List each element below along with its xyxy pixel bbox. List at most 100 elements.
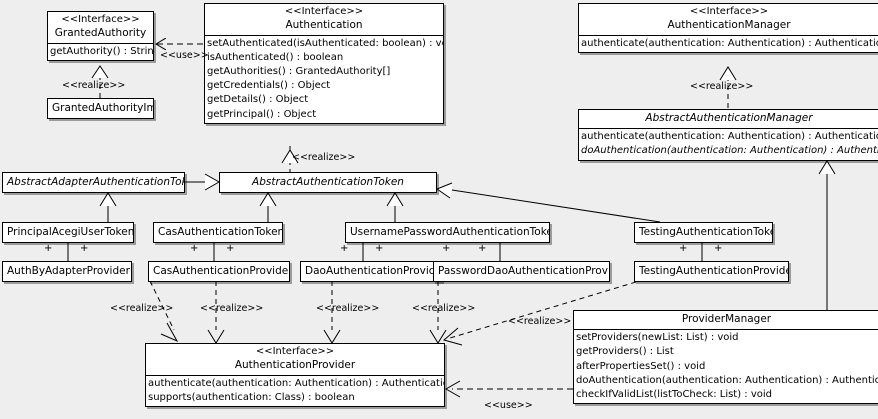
edge-label-realize-auth-by-adapter: <<realize>> [110, 303, 174, 314]
edge-generalize-username-token [386, 192, 404, 222]
class-header-principal-acegi-user-token: PrincipalAcegiUserToken [3, 223, 133, 242]
operation-supports: supports(authentication: Class) : boolea… [148, 391, 355, 403]
operation-is-authenticated: isAuthenticated() : boolean [207, 51, 344, 63]
mult-principal-left: + [44, 243, 53, 254]
class-box-authentication-manager[interactable]: <<Interface>> AuthenticationManager auth… [578, 3, 878, 53]
edge-generalize-testing-token [435, 182, 661, 223]
class-box-principal-acegi-user-token[interactable]: PrincipalAcegiUserToken [2, 222, 134, 244]
class-operations-authentication-provider: authenticate(authentication: Authenticat… [146, 374, 444, 406]
class-box-abstract-authentication-manager[interactable]: AbstractAuthenticationManager authentica… [578, 109, 878, 161]
edge-label-realize-granted-authority-impl: <<realize>> [62, 80, 126, 91]
edge-label-realize-dao-provider: <<realize>> [316, 303, 380, 314]
stereotype-interface: <<Interface>> [255, 346, 335, 357]
class-header-authentication: <<Interface>> Authentication [205, 4, 443, 35]
mult-username-far-right: + [478, 243, 487, 254]
class-box-abstract-adapter-authentication-token[interactable]: AbstractAdapterAuthenticationToken [2, 172, 185, 194]
class-header-cas-authentication-token: CasAuthenticationToken [154, 223, 282, 242]
operation-authenticate: authenticate(authentication: Authenticat… [581, 131, 878, 143]
mult-testing-left: + [679, 243, 688, 254]
mult-cas-right: + [226, 243, 235, 254]
class-operations-granted-authority: getAuthority() : String [48, 42, 153, 60]
edge-realize-auth-by-adapter [149, 280, 179, 343]
class-name-provider-manager: ProviderManager [681, 313, 772, 325]
class-header-testing-authentication-token: TestingAuthenticationToken [635, 223, 772, 242]
class-box-testing-authentication-provider[interactable]: TestingAuthenticationProvider [634, 261, 789, 283]
stereotype-interface: <<Interface>> [284, 6, 364, 17]
edge-realize-grantedauthorityimpl [91, 65, 109, 98]
class-header-password-dao-authentication-provider: PasswordDaoAuthenticationProvider [434, 262, 609, 281]
class-name-testing-authentication-token: TestingAuthenticationToken [639, 226, 773, 238]
operation-check-if-valid-list: checkIfValidList(listToCheck: List) : vo… [576, 388, 773, 400]
class-box-username-password-authentication-token[interactable]: UsernamePasswordAuthenticationToken [345, 222, 550, 244]
mult-username-right: + [442, 243, 451, 254]
class-name-granted-authority-impl: GrantedAuthorityImpl [52, 102, 153, 114]
operation-get-details: getDetails() : Object [207, 94, 309, 106]
class-header-granted-authority: <<Interface>> GrantedAuthority [48, 12, 153, 43]
class-header-username-password-authentication-token: UsernamePasswordAuthenticationToken [346, 223, 549, 242]
operation-after-properties-set: afterPropertiesSet() : void [576, 360, 706, 372]
class-box-authentication-provider[interactable]: <<Interface>> AuthenticationProvider aut… [145, 343, 445, 407]
class-header-cas-authentication-provider: CasAuthenticationProvider [149, 262, 289, 281]
class-header-abstract-adapter-authentication-token: AbstractAdapterAuthenticationToken [3, 173, 184, 192]
edge-label-realize-abstract-authentication-token: <<realize>> [292, 152, 356, 163]
class-name-authentication: Authentication [285, 18, 363, 31]
class-name-principal-acegi-user-token: PrincipalAcegiUserToken [7, 226, 134, 238]
edge-generalize-principal-token [99, 192, 117, 222]
edge-generalize-adapter-token [185, 173, 221, 191]
mult-testing-right: + [714, 243, 723, 254]
operation-authenticate: authenticate(authentication: Authenticat… [581, 37, 878, 49]
class-box-provider-manager[interactable]: ProviderManager setProviders(newList: Li… [573, 310, 878, 405]
class-box-auth-by-adapter-provider[interactable]: AuthByAdapterProvider [2, 261, 132, 283]
edge-label-use-granted-authority: <<use>> [160, 50, 209, 61]
stereotype-interface: <<Interface>> [689, 6, 769, 17]
edge-label-realize-testing-provider: <<realize>> [508, 316, 572, 327]
operation-get-authority: getAuthority() : String [50, 45, 153, 57]
class-name-authentication-manager: AuthenticationManager [667, 18, 791, 31]
operation-set-authenticated: setAuthenticated(isAuthenticated: boolea… [207, 37, 443, 49]
class-header-granted-authority-impl: GrantedAuthorityImpl [48, 99, 153, 118]
class-name-abstract-adapter-authentication-token: AbstractAdapterAuthenticationToken [7, 176, 185, 188]
class-name-authentication-provider: AuthenticationProvider [234, 358, 356, 371]
class-box-testing-authentication-token[interactable]: TestingAuthenticationToken [634, 222, 773, 244]
class-header-abstract-authentication-token: AbstractAuthenticationToken [220, 173, 436, 192]
class-name-testing-authentication-provider: TestingAuthenticationProvider [639, 265, 789, 277]
class-box-abstract-authentication-token[interactable]: AbstractAuthenticationToken [219, 172, 437, 194]
class-box-authentication[interactable]: <<Interface>> Authentication setAuthenti… [204, 3, 444, 124]
stereotype-interface: <<Interface>> [61, 14, 140, 25]
edge-label-use-provider-manager: <<use>> [484, 400, 533, 411]
class-box-password-dao-authentication-provider[interactable]: PasswordDaoAuthenticationProvider [433, 261, 610, 283]
edge-generalize-provider-manager [818, 160, 836, 310]
operation-do-authentication: doAuthentication(authentication: Authent… [581, 145, 878, 157]
class-name-auth-by-adapter-provider: AuthByAdapterProvider [7, 265, 130, 277]
class-name-username-password-authentication-token: UsernamePasswordAuthenticationToken [350, 226, 550, 238]
operation-do-authentication: doAuthentication(authentication: Authent… [576, 374, 878, 386]
class-name-granted-authority: GrantedAuthority [54, 26, 147, 39]
class-box-cas-authentication-token[interactable]: CasAuthenticationToken [153, 222, 283, 244]
class-header-testing-authentication-provider: TestingAuthenticationProvider [635, 262, 788, 281]
class-header-provider-manager: ProviderManager [574, 311, 878, 329]
operation-get-providers: getProviders() : List [576, 346, 674, 358]
class-name-abstract-authentication-manager: AbstractAuthenticationManager [645, 112, 813, 124]
class-header-authentication-provider: <<Interface>> AuthenticationProvider [146, 344, 444, 375]
class-box-dao-authentication-provider[interactable]: DaoAuthenticationProvider [300, 261, 442, 283]
class-header-authentication-manager: <<Interface>> AuthenticationManager [579, 4, 878, 35]
class-header-auth-by-adapter-provider: AuthByAdapterProvider [3, 262, 131, 281]
class-name-cas-authentication-provider: CasAuthenticationProvider [153, 265, 290, 277]
class-operations-authentication-manager: authenticate(authentication: Authenticat… [579, 34, 878, 52]
class-operations-abstract-authentication-manager: authenticate(authentication: Authenticat… [579, 128, 878, 159]
class-name-cas-authentication-token: CasAuthenticationToken [158, 226, 283, 238]
mult-principal-right: + [80, 243, 89, 254]
edge-label-realize-password-dao-provider: <<realize>> [412, 303, 476, 314]
class-box-granted-authority[interactable]: <<Interface>> GrantedAuthority getAuthor… [47, 11, 154, 61]
class-box-cas-authentication-provider[interactable]: CasAuthenticationProvider [148, 261, 290, 283]
class-box-granted-authority-impl[interactable]: GrantedAuthorityImpl [47, 98, 154, 120]
edge-generalize-cas-token [259, 192, 277, 222]
class-operations-provider-manager: setProviders(newList: List) : void getPr… [574, 329, 878, 403]
edge-realize-testing-provider [442, 281, 637, 346]
class-name-dao-authentication-provider: DaoAuthenticationProvider [305, 265, 442, 277]
operation-set-providers: setProviders(newList: List) : void [576, 332, 739, 344]
operation-get-principal: getPrincipal() : Object [207, 108, 317, 120]
class-name-password-dao-authentication-provider: PasswordDaoAuthenticationProvider [438, 265, 610, 277]
operation-get-authorities: getAuthorities() : GrantedAuthority[] [207, 66, 391, 77]
